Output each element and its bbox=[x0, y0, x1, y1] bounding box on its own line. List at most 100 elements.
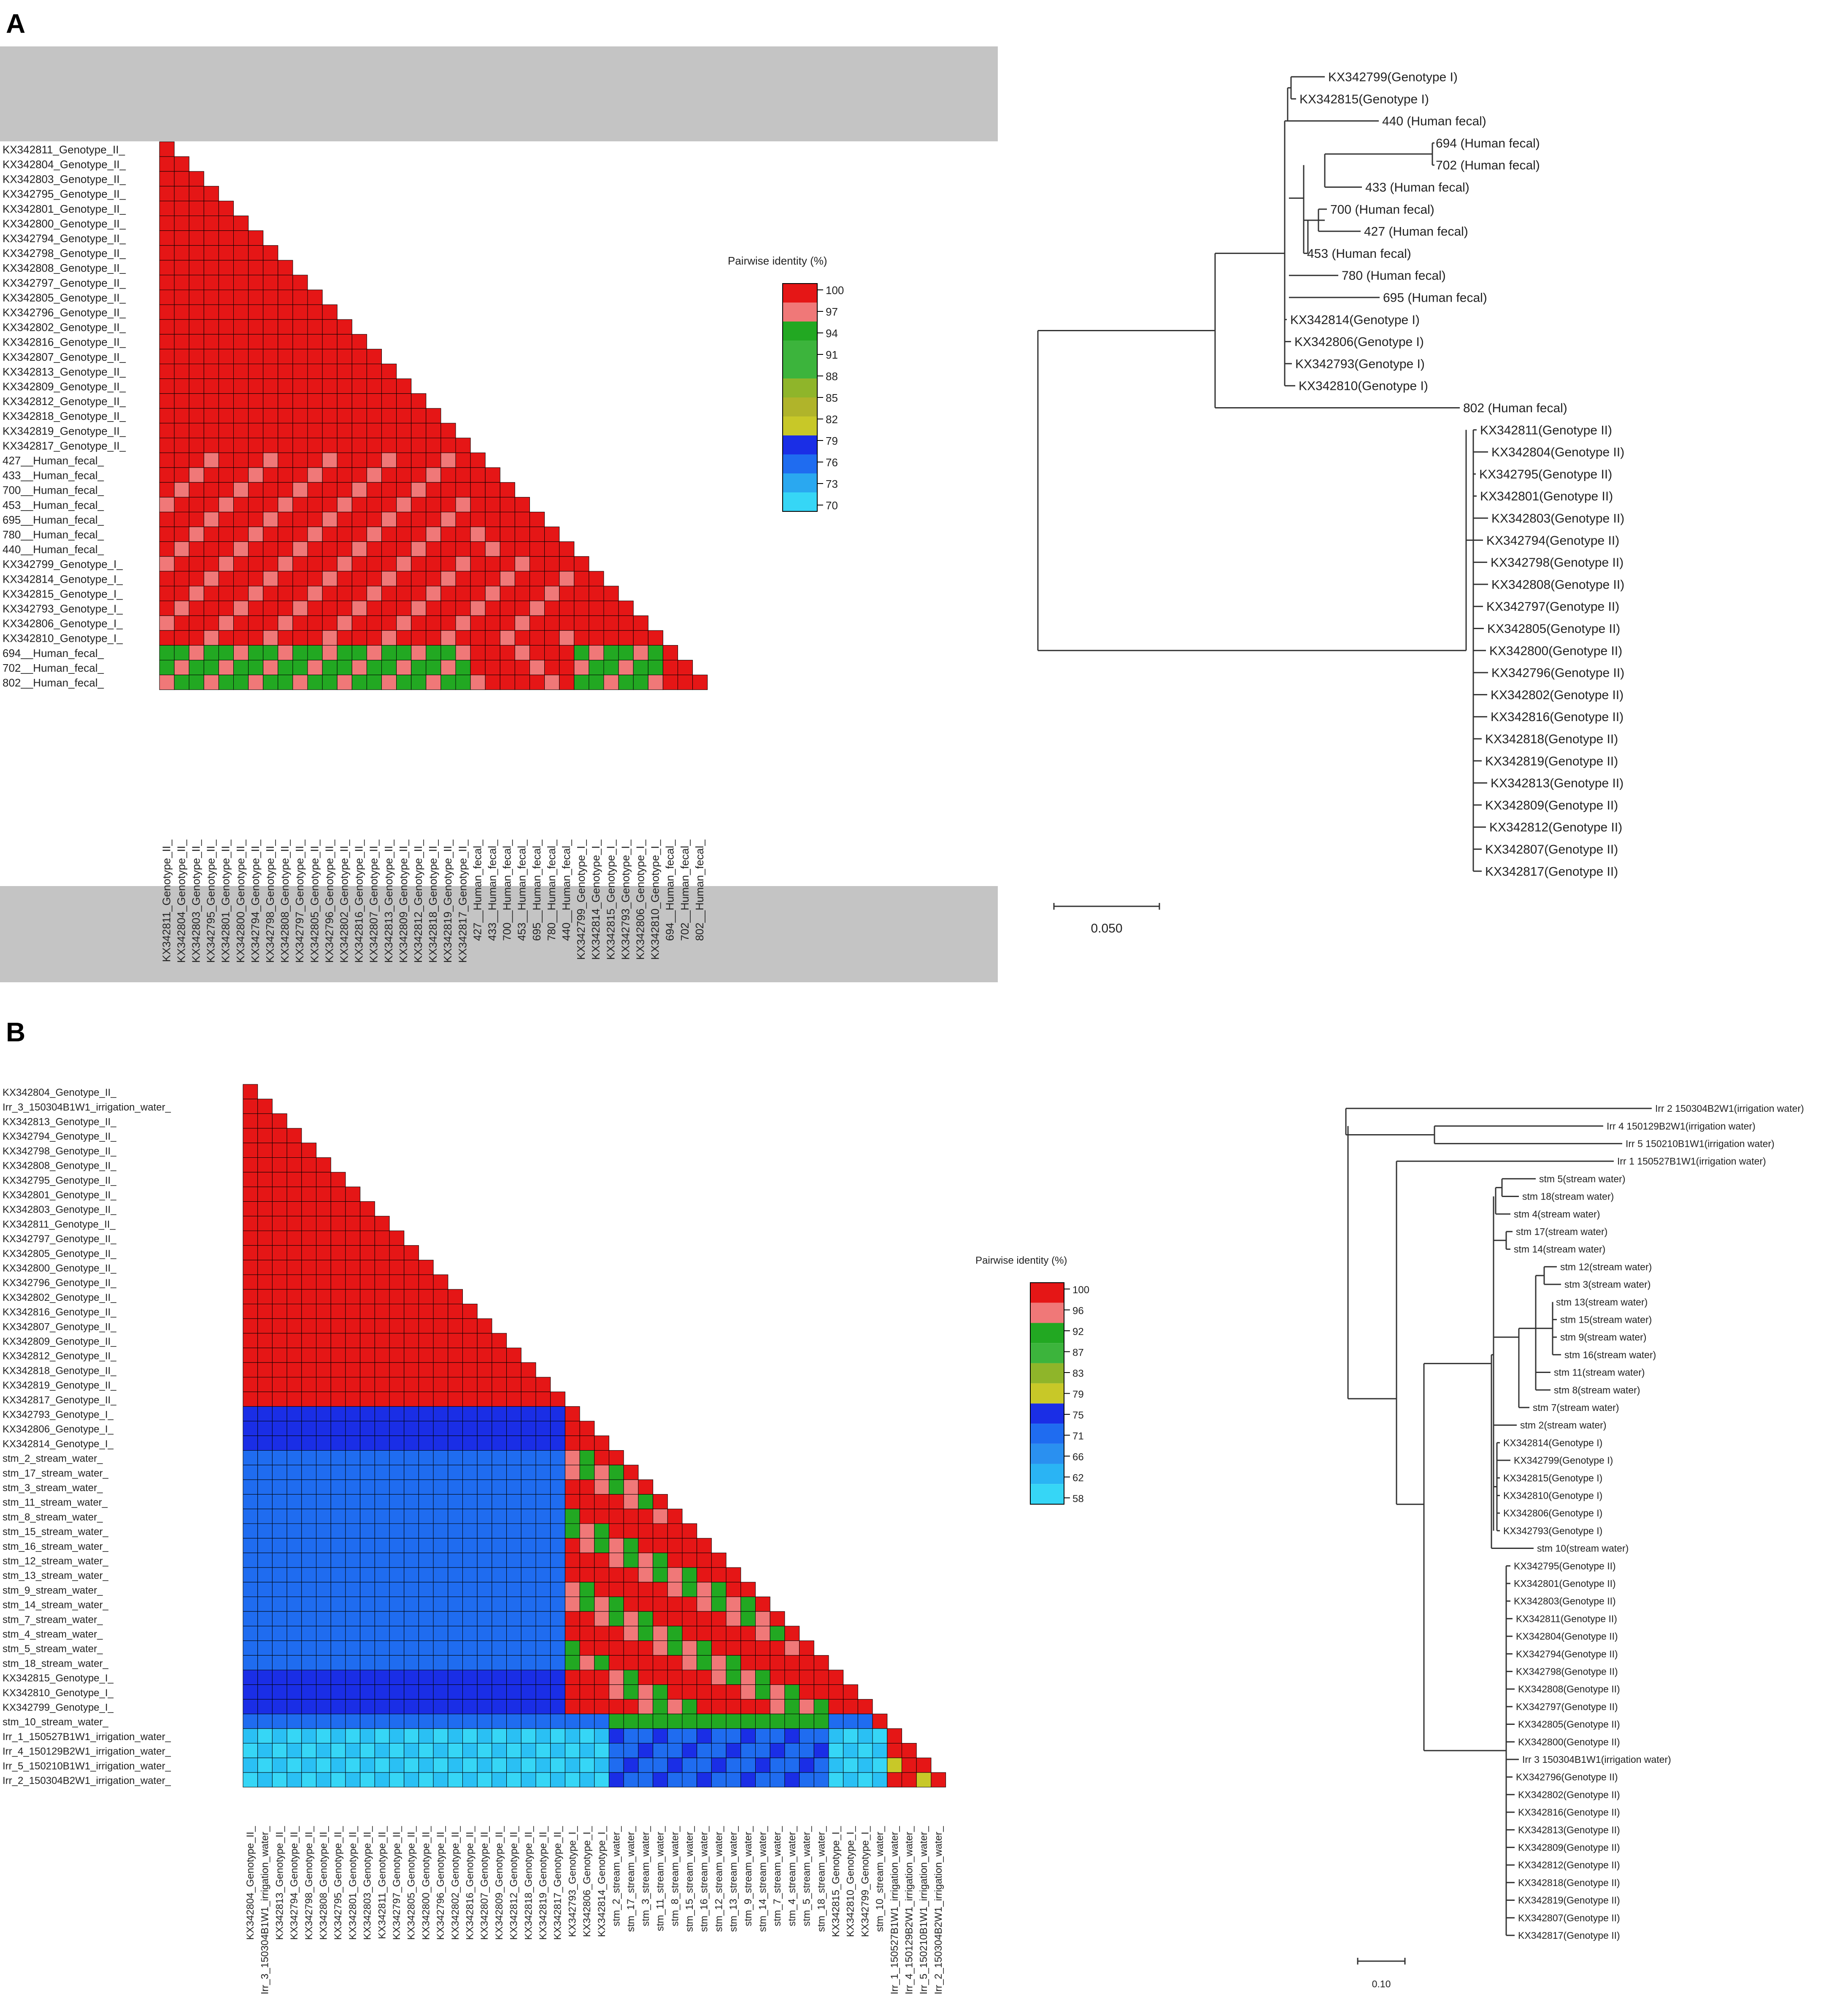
panel-b-heatmap-cell bbox=[448, 1597, 463, 1612]
panel-b-heatmap-cell bbox=[243, 1479, 258, 1495]
panel-a-heatmap-cell bbox=[648, 645, 663, 661]
panel-a-heatmap-cell bbox=[337, 527, 352, 542]
panel-a-heatmap-cell bbox=[248, 482, 264, 497]
panel-b-heatmap-cell bbox=[565, 1508, 580, 1524]
panel-b-heatmap-cell bbox=[316, 1230, 331, 1246]
panel-b-heatmap-cell bbox=[330, 1611, 346, 1627]
panel-b-heatmap-cell bbox=[389, 1450, 405, 1465]
panel-b-heatmap-cell bbox=[653, 1772, 668, 1788]
panel-b-heatmap-cell bbox=[257, 1567, 273, 1583]
panel-a-heatmap-cell bbox=[203, 438, 219, 453]
panel-b-heatmap-cell bbox=[374, 1421, 390, 1436]
panel-a-tree-tip-label: KX342804(Genotype II) bbox=[1491, 446, 1624, 459]
panel-a-tree-tip-label: KX342806(Genotype I) bbox=[1294, 335, 1424, 349]
panel-a-heatmap-cell bbox=[589, 660, 604, 676]
panel-b-col-label: stm_18_stream_water_ bbox=[816, 1826, 827, 1932]
panel-b-heatmap-cell bbox=[653, 1567, 668, 1583]
panel-a-heatmap-cell bbox=[189, 571, 204, 586]
panel-a-heatmap-cell bbox=[544, 527, 560, 542]
panel-b-heatmap-cell bbox=[330, 1318, 346, 1334]
panel-b-heatmap-cell bbox=[857, 1743, 873, 1758]
panel-b-heatmap-cell bbox=[550, 1670, 565, 1685]
panel-a-heatmap-cell bbox=[189, 364, 204, 379]
panel-b-heatmap-cell bbox=[374, 1479, 390, 1495]
panel-a-heatmap-cell bbox=[174, 378, 189, 394]
panel-a-heatmap-cell bbox=[292, 275, 308, 290]
panel-b-heatmap-cell bbox=[579, 1508, 595, 1524]
panel-a-heatmap-cell bbox=[322, 319, 338, 335]
panel-a-heatmap-cell bbox=[322, 364, 338, 379]
panel-a-heatmap-cell bbox=[351, 512, 367, 527]
panel-a-heatmap-cell bbox=[233, 216, 249, 231]
panel-a-heatmap-cell bbox=[322, 556, 338, 572]
panel-a-heatmap-cell bbox=[159, 275, 175, 290]
panel-a-heatmap-cell bbox=[263, 556, 278, 572]
panel-a-heatmap-cell bbox=[203, 260, 219, 276]
panel-b-heatmap-cell bbox=[418, 1465, 434, 1480]
panel-b-tree-tip-label: KX342815(Genotype I) bbox=[1503, 1473, 1602, 1484]
panel-b-heatmap-cell bbox=[565, 1699, 580, 1714]
panel-b-heatmap-cell bbox=[418, 1362, 434, 1378]
panel-b-heatmap-cell bbox=[594, 1655, 610, 1670]
panel-a-heatmap-cell bbox=[366, 630, 382, 646]
panel-a-heatmap-cell bbox=[322, 645, 338, 661]
panel-a-col-label: KX342794_Genotype_II_ bbox=[249, 839, 262, 963]
panel-b-heatmap-cell bbox=[345, 1216, 361, 1231]
panel-b-heatmap-cell bbox=[653, 1640, 668, 1656]
panel-b-heatmap-cell bbox=[257, 1494, 273, 1509]
panel-b-row-label: KX342807_Genotype_II_ bbox=[3, 1321, 116, 1332]
panel-b-heatmap-cell bbox=[316, 1172, 331, 1187]
panel-b-heatmap-cell bbox=[345, 1274, 361, 1290]
panel-b-heatmap-cell bbox=[360, 1230, 375, 1246]
panel-a-heatmap-cell bbox=[159, 156, 175, 172]
panel-a-heatmap-cell bbox=[263, 482, 278, 497]
panel-a-heatmap-cell bbox=[307, 497, 323, 513]
panel-b-tree-tip-label: Irr 3 150304B1W1(irrigation water) bbox=[1522, 1754, 1671, 1765]
panel-b-heatmap-cell bbox=[286, 1640, 302, 1656]
panel-b-heatmap-cell bbox=[360, 1289, 375, 1305]
panel-b-heatmap-cell bbox=[492, 1670, 507, 1685]
panel-b-heatmap-cell bbox=[301, 1186, 316, 1202]
panel-b-heatmap-cell bbox=[653, 1626, 668, 1641]
panel-a-heatmap-cell bbox=[426, 452, 441, 468]
panel-b-heatmap-cell bbox=[286, 1128, 302, 1143]
panel-b-heatmap-cell bbox=[813, 1655, 829, 1670]
panel-b-heatmap-cell bbox=[286, 1523, 302, 1539]
panel-a-heatmap-cell bbox=[218, 378, 234, 394]
panel-a-heatmap-cell bbox=[189, 289, 204, 305]
panel-a-heatmap-cell bbox=[322, 304, 338, 320]
panel-b-heatmap-cell bbox=[887, 1743, 902, 1758]
panel-a-heatmap-cell bbox=[381, 364, 397, 379]
panel-b-heatmap-cell bbox=[316, 1348, 331, 1363]
panel-b-heatmap-cell bbox=[682, 1538, 697, 1553]
panel-a-legend-tick-label: 100 bbox=[826, 284, 844, 297]
panel-a-heatmap-cell bbox=[381, 660, 397, 676]
panel-b-heatmap-cell bbox=[477, 1567, 492, 1583]
panel-b-heatmap-cell bbox=[301, 1552, 316, 1568]
panel-b-heatmap-cell bbox=[257, 1172, 273, 1187]
panel-b-heatmap-cell bbox=[726, 1728, 741, 1743]
panel-a-heatmap-cell bbox=[233, 438, 249, 453]
panel-a-heatmap-cell bbox=[411, 660, 427, 676]
panel-b-heatmap-cell bbox=[843, 1684, 858, 1700]
panel-b-heatmap-cell bbox=[477, 1494, 492, 1509]
panel-a-heatmap-cell bbox=[470, 586, 486, 601]
panel-a-heatmap-cell bbox=[396, 408, 412, 424]
panel-b-heatmap-cell bbox=[448, 1743, 463, 1758]
panel-a-heatmap-cell bbox=[218, 660, 234, 676]
panel-b-heatmap-cell bbox=[316, 1274, 331, 1290]
panel-a-heatmap-cell bbox=[351, 541, 367, 557]
panel-b-heatmap-cell bbox=[477, 1640, 492, 1656]
panel-a-heatmap-cell bbox=[322, 334, 338, 349]
panel-a-heatmap-cell bbox=[470, 645, 486, 661]
panel-b-heatmap-cell bbox=[257, 1611, 273, 1627]
panel-b-heatmap-cell bbox=[579, 1421, 595, 1436]
panel-a-heatmap-cell bbox=[529, 556, 545, 572]
panel-b-heatmap-cell bbox=[389, 1230, 405, 1246]
panel-a-heatmap-cell bbox=[618, 675, 634, 690]
panel-b-col-label: KX342805_Genotype_II_ bbox=[406, 1826, 417, 1940]
panel-b-heatmap-cell bbox=[609, 1567, 624, 1583]
panel-b-heatmap-cell bbox=[243, 1435, 258, 1451]
panel-a-heatmap-cell bbox=[500, 512, 515, 527]
panel-b-heatmap-cell bbox=[374, 1274, 390, 1290]
